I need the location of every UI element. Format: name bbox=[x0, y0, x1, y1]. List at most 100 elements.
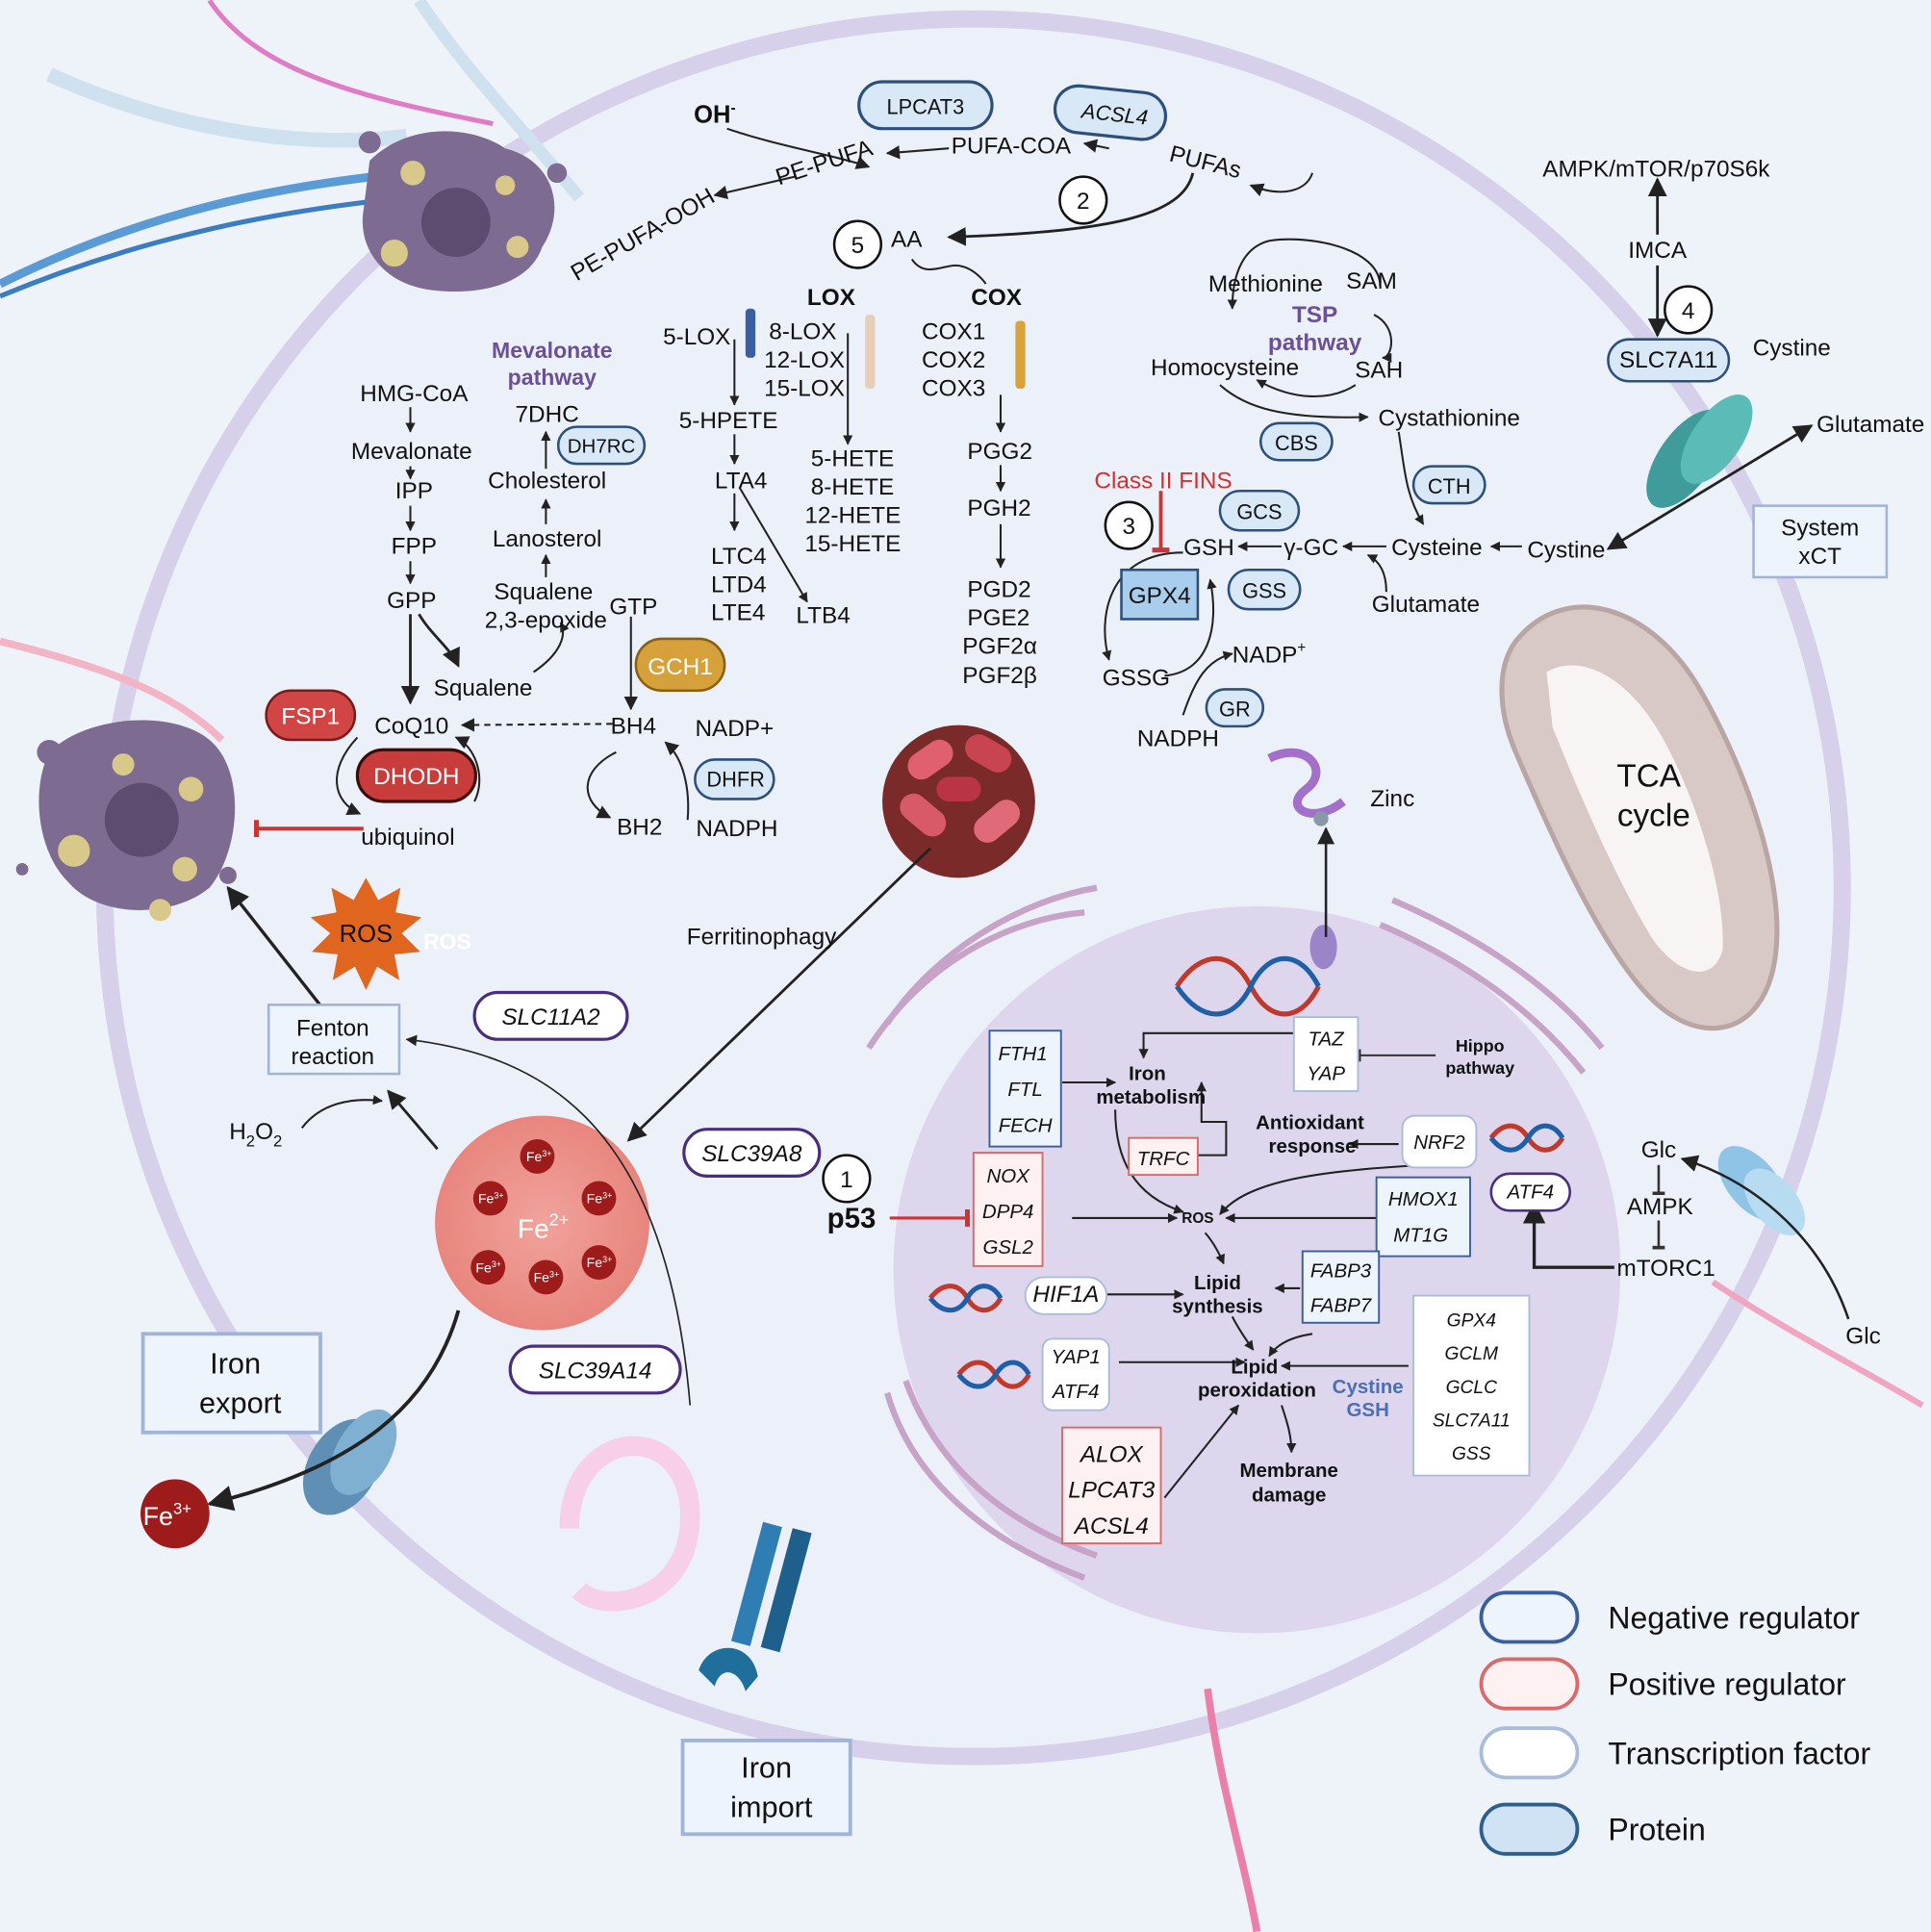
gr-label: GR bbox=[1219, 698, 1251, 722]
cth-label: CTH bbox=[1428, 474, 1471, 498]
eight-lox-label: 8-LOX bbox=[769, 319, 836, 345]
taz-label: TAZ bbox=[1309, 1029, 1346, 1051]
fe3-small-4: Fe3+ bbox=[475, 1259, 501, 1275]
gamma-gc-label: γ-GC bbox=[1283, 535, 1338, 561]
fe2-label: Fe2+ bbox=[518, 1210, 569, 1244]
hmox1-label: HMOX1 bbox=[1388, 1188, 1459, 1210]
gsh-gene-gclm: GCLM bbox=[1445, 1344, 1498, 1364]
membrane-damage-line2: damage bbox=[1252, 1485, 1326, 1507]
dhodh-label: DHODH bbox=[373, 764, 459, 790]
7dhc-label: 7DHC bbox=[516, 402, 579, 428]
slc11a2-label: SLC11A2 bbox=[501, 1004, 600, 1030]
nadph-label: NADPH bbox=[696, 816, 777, 842]
homocysteine-label: Homocysteine bbox=[1151, 355, 1299, 381]
atf4-tf-label: ATF4 bbox=[1505, 1181, 1554, 1203]
labile-iron-pool bbox=[435, 1115, 649, 1331]
fe3-small-labels: Fe3+ Fe3+ Fe3+ Fe3+ Fe3+ Fe3+ bbox=[475, 1149, 612, 1285]
ferroptotic-cell-top bbox=[358, 131, 568, 292]
cbs-label: CBS bbox=[1275, 431, 1318, 455]
gcs-label: GCS bbox=[1236, 500, 1282, 524]
glucose-transporter-icon bbox=[1717, 1146, 1806, 1235]
fabp7-label: FABP7 bbox=[1310, 1294, 1373, 1316]
cystathionine-label: Cystathionine bbox=[1379, 405, 1520, 431]
step-1-number: 1 bbox=[840, 1167, 853, 1193]
fe3-small-6: Fe3+ bbox=[587, 1255, 613, 1270]
ampk-label: AMPK bbox=[1627, 1194, 1693, 1220]
iron-export-line1: Iron bbox=[210, 1346, 261, 1380]
fsp1-label: FSP1 bbox=[281, 703, 340, 729]
hippo-line2: pathway bbox=[1445, 1058, 1514, 1078]
gsh-gene-slc7a11: SLC7A11 bbox=[1433, 1411, 1511, 1431]
step-4-number: 4 bbox=[1682, 298, 1695, 324]
nox-label: NOX bbox=[986, 1165, 1030, 1187]
legend-label-0: Negative regulator bbox=[1608, 1600, 1860, 1635]
tsp-gsh-module: Methionine SAM TSP pathway Homocysteine … bbox=[1094, 268, 1605, 751]
class2-fins-label: Class II FINS bbox=[1094, 469, 1232, 495]
gpx4-label: GPX4 bbox=[1129, 583, 1191, 609]
lte4-label: LTE4 bbox=[711, 600, 765, 626]
atf4-label: ATF4 bbox=[1051, 1381, 1100, 1403]
endoplasmic-reticulum bbox=[866, 884, 1605, 1581]
iron-import-line2: import bbox=[730, 1790, 813, 1823]
mevalonate-title-line1: Mevalonate bbox=[492, 338, 613, 363]
pgf2a-label: PGF2α bbox=[962, 633, 1037, 659]
five-lox-label: 5-LOX bbox=[663, 324, 730, 350]
nucleus-module: Zinc TAZ YAP Hippo pathway FTH1 FTL FECH… bbox=[827, 786, 1881, 1539]
legend-swatch-3 bbox=[1479, 1802, 1580, 1856]
glutamate-label-outer: Glutamate bbox=[1817, 412, 1924, 438]
acsl4-nucleus-label: ACSL4 bbox=[1073, 1513, 1149, 1539]
tsp-title-line2: pathway bbox=[1268, 330, 1362, 356]
tca-line1: TCA bbox=[1616, 759, 1681, 795]
cox3-label: COX3 bbox=[922, 376, 985, 402]
cox-branch: COX1 COX2 COX3 PGG2 PGH2 PGD2 PGE2 PGF2α… bbox=[922, 319, 1037, 689]
dpp4-label: DPP4 bbox=[982, 1201, 1034, 1223]
cox1-label: COX1 bbox=[922, 319, 985, 345]
step-3-number: 3 bbox=[1122, 514, 1135, 540]
iron-module: ROS ROS SLC11A2 Ferritinophagy Fenton re… bbox=[143, 921, 838, 1823]
twelve-lox-label: 12-LOX bbox=[764, 347, 845, 373]
dh7rc-label: DH7RC bbox=[568, 436, 636, 458]
gsh-gene-gpx4: GPX4 bbox=[1447, 1311, 1496, 1332]
slc39a14-label: SLC39A14 bbox=[539, 1358, 652, 1384]
fech-label: FECH bbox=[999, 1114, 1053, 1136]
cholesterol-label: Cholesterol bbox=[488, 469, 606, 495]
pathway-arrows bbox=[207, 127, 1850, 1512]
legend-label-2: Transcription factor bbox=[1608, 1736, 1870, 1770]
tca-line2: cycle bbox=[1617, 799, 1690, 834]
mevalonate-module: Mevalonate pathway HMG-CoA Mevalonate IP… bbox=[281, 338, 777, 851]
mt1g-label: MT1G bbox=[1393, 1224, 1448, 1246]
sah-label: SAH bbox=[1355, 357, 1403, 383]
ros-label: ROS bbox=[340, 921, 394, 948]
gsh-gene-gclc: GCLC bbox=[1446, 1378, 1497, 1398]
ubiquinol-label: ubiquinol bbox=[361, 825, 454, 851]
mevalonate-title-line2: pathway bbox=[508, 365, 597, 390]
gch1-label: GCH1 bbox=[648, 654, 713, 680]
fabp3-label: FABP3 bbox=[1310, 1259, 1372, 1282]
lipid-peroxidation-line2: peroxidation bbox=[1198, 1380, 1316, 1402]
oh-label: OH- bbox=[694, 100, 736, 128]
pge2-label: PGE2 bbox=[967, 605, 1029, 631]
aa-label: AA bbox=[891, 227, 923, 253]
system-xct-line2: xCT bbox=[1798, 544, 1842, 570]
zinc-label: Zinc bbox=[1370, 786, 1414, 812]
legend-swatch-2 bbox=[1479, 1726, 1580, 1780]
lta4-label: LTA4 bbox=[715, 469, 768, 495]
dna-helix-icons bbox=[927, 955, 1565, 1389]
fth1-label: FTH1 bbox=[998, 1043, 1047, 1065]
coq10-label: CoQ10 bbox=[374, 714, 448, 740]
fifteen-lox-label: 15-LOX bbox=[764, 376, 845, 402]
lipid-synthesis-line1: Lipid bbox=[1194, 1272, 1241, 1294]
dhfr-label: DHFR bbox=[706, 768, 764, 792]
gss-label: GSS bbox=[1242, 579, 1286, 603]
hete-5-label: 5-HETE bbox=[811, 446, 895, 472]
step-5-number: 5 bbox=[851, 233, 865, 259]
h2o2-label: H2O2 bbox=[229, 1119, 282, 1151]
step-2-number: 2 bbox=[1077, 189, 1090, 215]
glc-in-label: Glc bbox=[1641, 1137, 1677, 1163]
bh4-label: BH4 bbox=[611, 714, 656, 740]
antioxidant-line1: Antioxidant bbox=[1256, 1112, 1364, 1134]
pgg2-label: PGG2 bbox=[967, 439, 1032, 465]
mevalonate-label: Mevalonate bbox=[351, 439, 472, 465]
mtorc1-label: mTORC1 bbox=[1616, 1256, 1715, 1282]
